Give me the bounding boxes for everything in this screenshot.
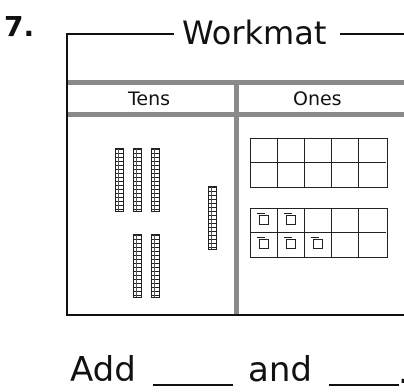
ones-column-header: Ones: [293, 88, 342, 110]
ten-rod: [151, 234, 160, 298]
answer-blank-1[interactable]: [153, 384, 233, 386]
add-label: Add: [70, 350, 136, 390]
ten-rod: [151, 148, 160, 212]
ten-rod: [133, 148, 142, 212]
one-cube: [313, 239, 323, 249]
workmat-left-border: [66, 33, 68, 315]
column-divider: [234, 85, 239, 314]
ten-frame-bottom: [250, 208, 388, 258]
workmat-bottom-border: [66, 314, 404, 316]
one-cube: [286, 215, 296, 225]
one-cube: [259, 215, 269, 225]
ten-frame-top: [250, 138, 388, 188]
problem-number: 7.: [4, 10, 34, 43]
ten-rod: [208, 186, 217, 250]
one-cube: [259, 239, 269, 249]
workmat-title: Workmat: [178, 14, 330, 52]
answer-blank-2[interactable]: [329, 384, 399, 386]
tens-column-header: Tens: [128, 88, 170, 110]
ten-rod: [133, 234, 142, 298]
sentence-period: .: [398, 352, 404, 392]
one-cube: [286, 239, 296, 249]
workmat-top-border-left: [66, 33, 174, 35]
workmat-top-border-right: [340, 33, 404, 35]
and-label: and: [248, 350, 312, 390]
ten-rod: [115, 148, 124, 212]
